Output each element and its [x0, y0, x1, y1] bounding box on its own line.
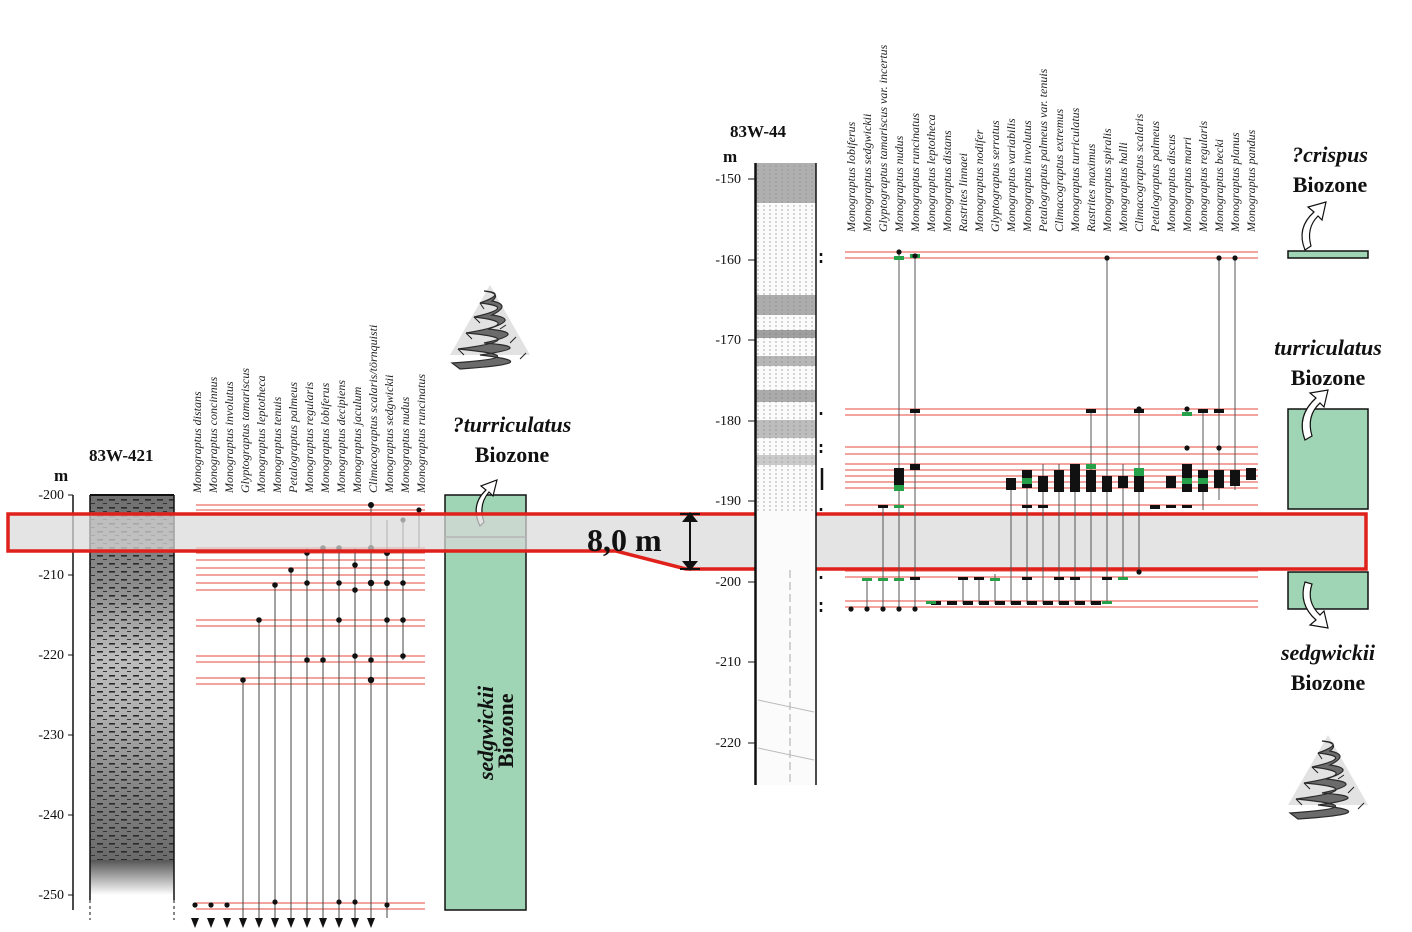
right-crispus-zone-box: [1287, 250, 1369, 259]
graptolite-icon: [1287, 734, 1369, 820]
left-tick-220: -220: [38, 648, 64, 663]
right-species-name: Climacograptus extremus: [1052, 108, 1066, 232]
left-species-name: Monograptus involutus: [222, 381, 236, 494]
right-sedgwickii-biozone-label: Biozone: [1291, 670, 1366, 695]
right-species-list: Monograptus lobiferus Monograptus sedgwi…: [844, 44, 1258, 233]
right-tick-150: -150: [715, 172, 741, 187]
right-crispus-biozone-label: Biozone: [1293, 172, 1368, 197]
left-species-name: Monograptus regularis: [302, 381, 316, 494]
left-sedgwickii-biozone-label: Biozone: [493, 693, 518, 768]
right-tick-180: -180: [715, 414, 741, 429]
left-species-name: Monograptus distans: [190, 391, 204, 494]
right-turriculatus-arrow-icon: [1301, 389, 1329, 441]
right-tick-160: -160: [715, 253, 741, 268]
correlation-gap-band: 8,0 m: [6, 512, 1368, 571]
left-species-name: Monograptus lobiferus: [318, 382, 332, 494]
right-species-name: Petalograptus palmeus var. tenuis: [1036, 68, 1050, 233]
right-species-name: Monograptus distans: [940, 130, 954, 233]
right-species-name: Monograptus becki: [1212, 139, 1226, 233]
right-crispus-arrow-icon: [1301, 201, 1327, 251]
graptolite-icon: [449, 284, 531, 370]
right-species-name: Monograptus pandus: [1244, 129, 1258, 233]
right-species-name: Monograptus nodifer: [972, 129, 986, 233]
right-tick-220: -220: [715, 736, 741, 751]
right-species-name: Monograptus sedgwickii: [860, 114, 874, 233]
left-tick-240: -240: [38, 808, 64, 823]
right-species-name: Monograptus nudus: [892, 135, 906, 233]
right-tick-170: -170: [715, 333, 741, 348]
left-species-name: Climacograptus scalaris/törnquisti: [366, 325, 380, 493]
left-species-name: Monograptus runcinatus: [414, 374, 428, 494]
left-species-name: Monograptus sedgwickii: [382, 375, 396, 494]
right-species-name: Monograptus regularis: [1196, 120, 1210, 233]
right-species-name: Monograptus runcinatus: [908, 113, 922, 233]
right-species-name: Monograptus planus: [1228, 132, 1242, 233]
right-species-name: Climacograptus scalaris: [1132, 113, 1146, 232]
left-tick-210: -210: [38, 568, 64, 583]
left-species-name: Monograptus leptotheca: [254, 375, 268, 494]
left-turriculatus-biozone-label: Biozone: [475, 442, 550, 467]
left-sedgwickii-zone-box: sedgwickii Biozone: [444, 494, 527, 911]
right-depth-unit: m: [723, 147, 737, 166]
left-sedgwickii-label: sedgwickii: [473, 685, 498, 781]
right-lithology-column: [755, 163, 824, 785]
left-species-name: Monograptus decipiens: [334, 380, 348, 494]
right-species-name: Monograptus variabilis: [1004, 118, 1018, 233]
right-occurrence-blocks: [878, 409, 1256, 605]
right-species-name: Petalograptus palmeus: [1148, 121, 1162, 233]
right-species-name: Glyptograptus serratus: [988, 120, 1002, 232]
left-tick-230: -230: [38, 728, 64, 743]
right-species-name: Monograptus discus: [1164, 134, 1178, 233]
right-tick-210: -210: [715, 655, 741, 670]
right-species-name: Monograptus spiralis: [1100, 128, 1114, 233]
right-turriculatus-biozone-label: Biozone: [1291, 365, 1366, 390]
left-species-name: Monograptus tenuis: [270, 396, 284, 494]
right-tick-190: -190: [715, 494, 741, 509]
left-depth-unit: m: [54, 466, 68, 485]
left-borehole-title: 83W-421: [89, 446, 154, 465]
left-species-name: Monograptus concinnus: [206, 376, 220, 494]
right-species-name: Monograptus involutus: [1020, 120, 1034, 233]
right-sedgwickii-zone-box: [1287, 571, 1369, 610]
right-depth-axis: -150 -160 -170 -180 -190 -200 -210 -220: [715, 163, 756, 785]
gap-thickness-label: 8,0 m: [587, 522, 662, 558]
right-species-name: Monograptus halli: [1116, 142, 1130, 233]
left-species-name: Petalograptus palmeus: [286, 382, 300, 494]
left-species-name: Monograptus jaculum: [350, 386, 364, 494]
right-species-name: Monograptus turriculatus: [1068, 107, 1082, 233]
left-lithology-column: [89, 494, 175, 920]
left-tick-250: -250: [38, 888, 64, 903]
left-borehole: 83W-421 m -200 -210 -220 -230 -240 -250: [38, 284, 572, 928]
right-sedgwickii-arrow-icon: [1302, 581, 1329, 629]
right-species-name: Glyptograptus tamariscus var. incertus: [876, 44, 890, 232]
right-species-name: Monograptus marri: [1180, 137, 1194, 233]
left-species-name: Monograptus nudus: [398, 396, 412, 494]
left-tick-200: -200: [38, 488, 64, 503]
right-dots: [848, 249, 1238, 612]
right-green-markers: [862, 254, 1208, 604]
right-turriculatus-zone-box: [1287, 408, 1369, 510]
right-crispus-label: ?crispus: [1292, 142, 1368, 167]
left-depth-axis: -200 -210 -220 -230 -240 -250: [38, 488, 74, 910]
left-down-arrows: [191, 918, 375, 928]
left-turriculatus-label: ?turriculatus: [453, 412, 572, 437]
right-species-name: Rastrites maximus: [1084, 143, 1098, 233]
right-species-name: Monograptus leptotheca: [924, 114, 938, 233]
right-borehole: 83W-44 m -150 -160 -170 -180 -190 -200 -…: [715, 44, 1382, 820]
left-species-list: Monograptus distans Monograptus concinnu…: [190, 325, 428, 494]
right-species-name: Monograptus lobiferus: [844, 121, 858, 233]
left-range-bars: [192, 502, 422, 918]
right-turriculatus-label: turriculatus: [1274, 335, 1382, 360]
right-tick-200: -200: [715, 575, 741, 590]
right-sedgwickii-label: sedgwickii: [1280, 640, 1376, 665]
right-borehole-title: 83W-44: [730, 122, 787, 141]
left-sample-levels: [196, 504, 425, 910]
left-species-name: Glyptograptus tamariscus: [238, 368, 252, 493]
right-species-name: Rastrites linnaei: [956, 153, 970, 233]
